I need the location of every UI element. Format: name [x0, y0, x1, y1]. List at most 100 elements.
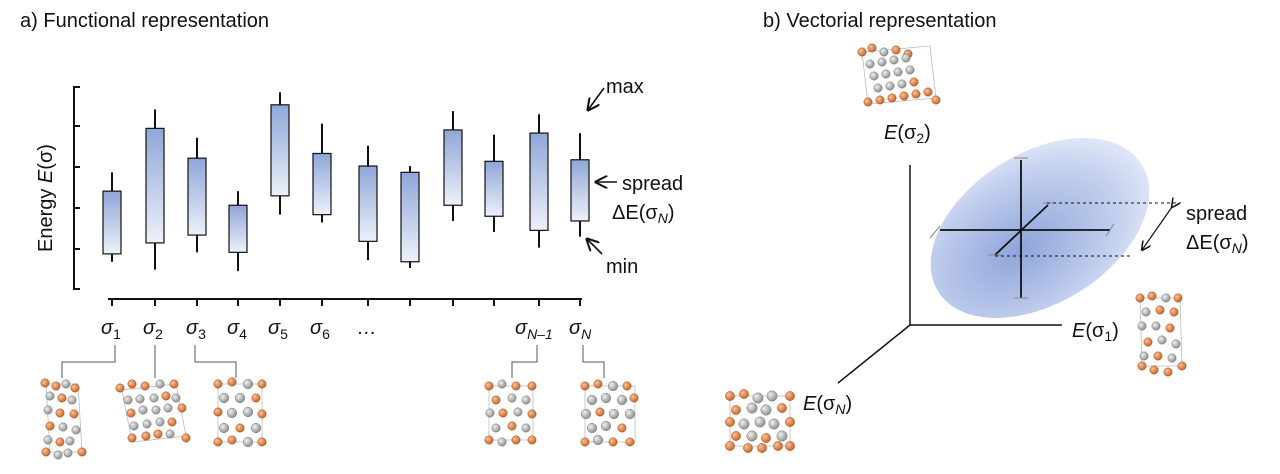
max-label: max [606, 76, 644, 98]
crystal-structure-icon [1135, 291, 1187, 377]
bar-box [102, 190, 122, 255]
atom [1177, 361, 1187, 371]
atom [881, 69, 891, 79]
atom [923, 87, 933, 97]
atom [149, 393, 159, 403]
atom [177, 403, 187, 413]
atom [1149, 365, 1159, 375]
atom [1135, 293, 1145, 303]
atom [491, 423, 501, 433]
atom [600, 420, 612, 432]
atom [257, 379, 267, 389]
atom [1169, 307, 1179, 317]
energy-bar [570, 133, 590, 237]
spread-double-arrow [1142, 207, 1172, 250]
atom [738, 418, 750, 430]
atom [61, 379, 71, 389]
atom [725, 441, 735, 451]
atom [67, 395, 77, 405]
energy-bars [102, 92, 590, 272]
atom [873, 83, 883, 93]
atom [1163, 367, 1173, 377]
atom [877, 57, 887, 67]
energy-bar [529, 114, 549, 248]
atom [739, 389, 749, 399]
panel-a: a) Functional representation Energy E(σ)… [20, 10, 683, 460]
atom [163, 403, 173, 413]
atom [126, 408, 136, 418]
axis-en-label: E(σN) [803, 393, 852, 417]
atom [768, 418, 780, 430]
atom [169, 379, 179, 389]
atom [250, 422, 262, 434]
atom [63, 448, 73, 458]
atom [901, 53, 911, 63]
energy-bar [102, 172, 122, 262]
atom [785, 441, 795, 451]
atom [865, 59, 875, 69]
atom [257, 409, 267, 419]
atom [65, 436, 75, 446]
atom [69, 409, 79, 419]
min-arrow [587, 239, 603, 255]
atom [167, 417, 177, 427]
atom [757, 443, 767, 453]
atom [607, 380, 619, 392]
panel-b-spread-delta: ΔE(σN) [1186, 232, 1249, 256]
crystal-structure-icon [484, 379, 537, 447]
atom [875, 95, 885, 105]
atom [1143, 337, 1153, 347]
atom [931, 95, 941, 105]
bar-box [312, 152, 332, 216]
x-tick-label: σ3 [186, 317, 206, 342]
atom [879, 47, 889, 57]
atom [887, 93, 897, 103]
atom [242, 436, 254, 448]
panel-a-title: a) Functional representation [20, 10, 269, 32]
atom [513, 407, 523, 417]
atom [617, 423, 627, 433]
energy-bar [400, 166, 420, 269]
atom [213, 407, 223, 417]
panel-b-spread-label: spread [1186, 203, 1247, 225]
atom [491, 395, 501, 405]
atom [1139, 351, 1149, 361]
atom [1165, 323, 1175, 333]
atom [497, 379, 507, 389]
x-tick-label: σ2 [143, 317, 163, 342]
atom [608, 437, 618, 447]
bar-box [187, 157, 207, 236]
crystal-structure-icon [213, 377, 267, 448]
energy-ellipse [930, 138, 1150, 318]
atom [580, 437, 590, 447]
structure-connectors [61, 345, 605, 378]
atom [777, 403, 787, 413]
atom [242, 406, 254, 418]
atom [161, 391, 171, 401]
atom [153, 429, 163, 439]
x-tick-label: σ6 [310, 317, 330, 342]
y-axis-ticks [74, 86, 80, 290]
atom [142, 419, 152, 429]
atom [45, 391, 55, 401]
atom [511, 435, 521, 445]
atom [527, 435, 537, 445]
atom [123, 395, 133, 405]
energy-bar [443, 111, 463, 221]
atom [776, 430, 788, 442]
atom [55, 408, 65, 418]
atom [624, 408, 636, 420]
atom [1153, 351, 1163, 361]
atom [257, 437, 267, 447]
atom [746, 430, 758, 442]
atom [1141, 307, 1151, 317]
atom [1167, 353, 1177, 363]
atom [891, 45, 901, 55]
atom [1171, 339, 1181, 349]
atom [766, 390, 778, 402]
atom [1137, 361, 1147, 371]
atom [616, 394, 628, 406]
atom [760, 404, 772, 416]
